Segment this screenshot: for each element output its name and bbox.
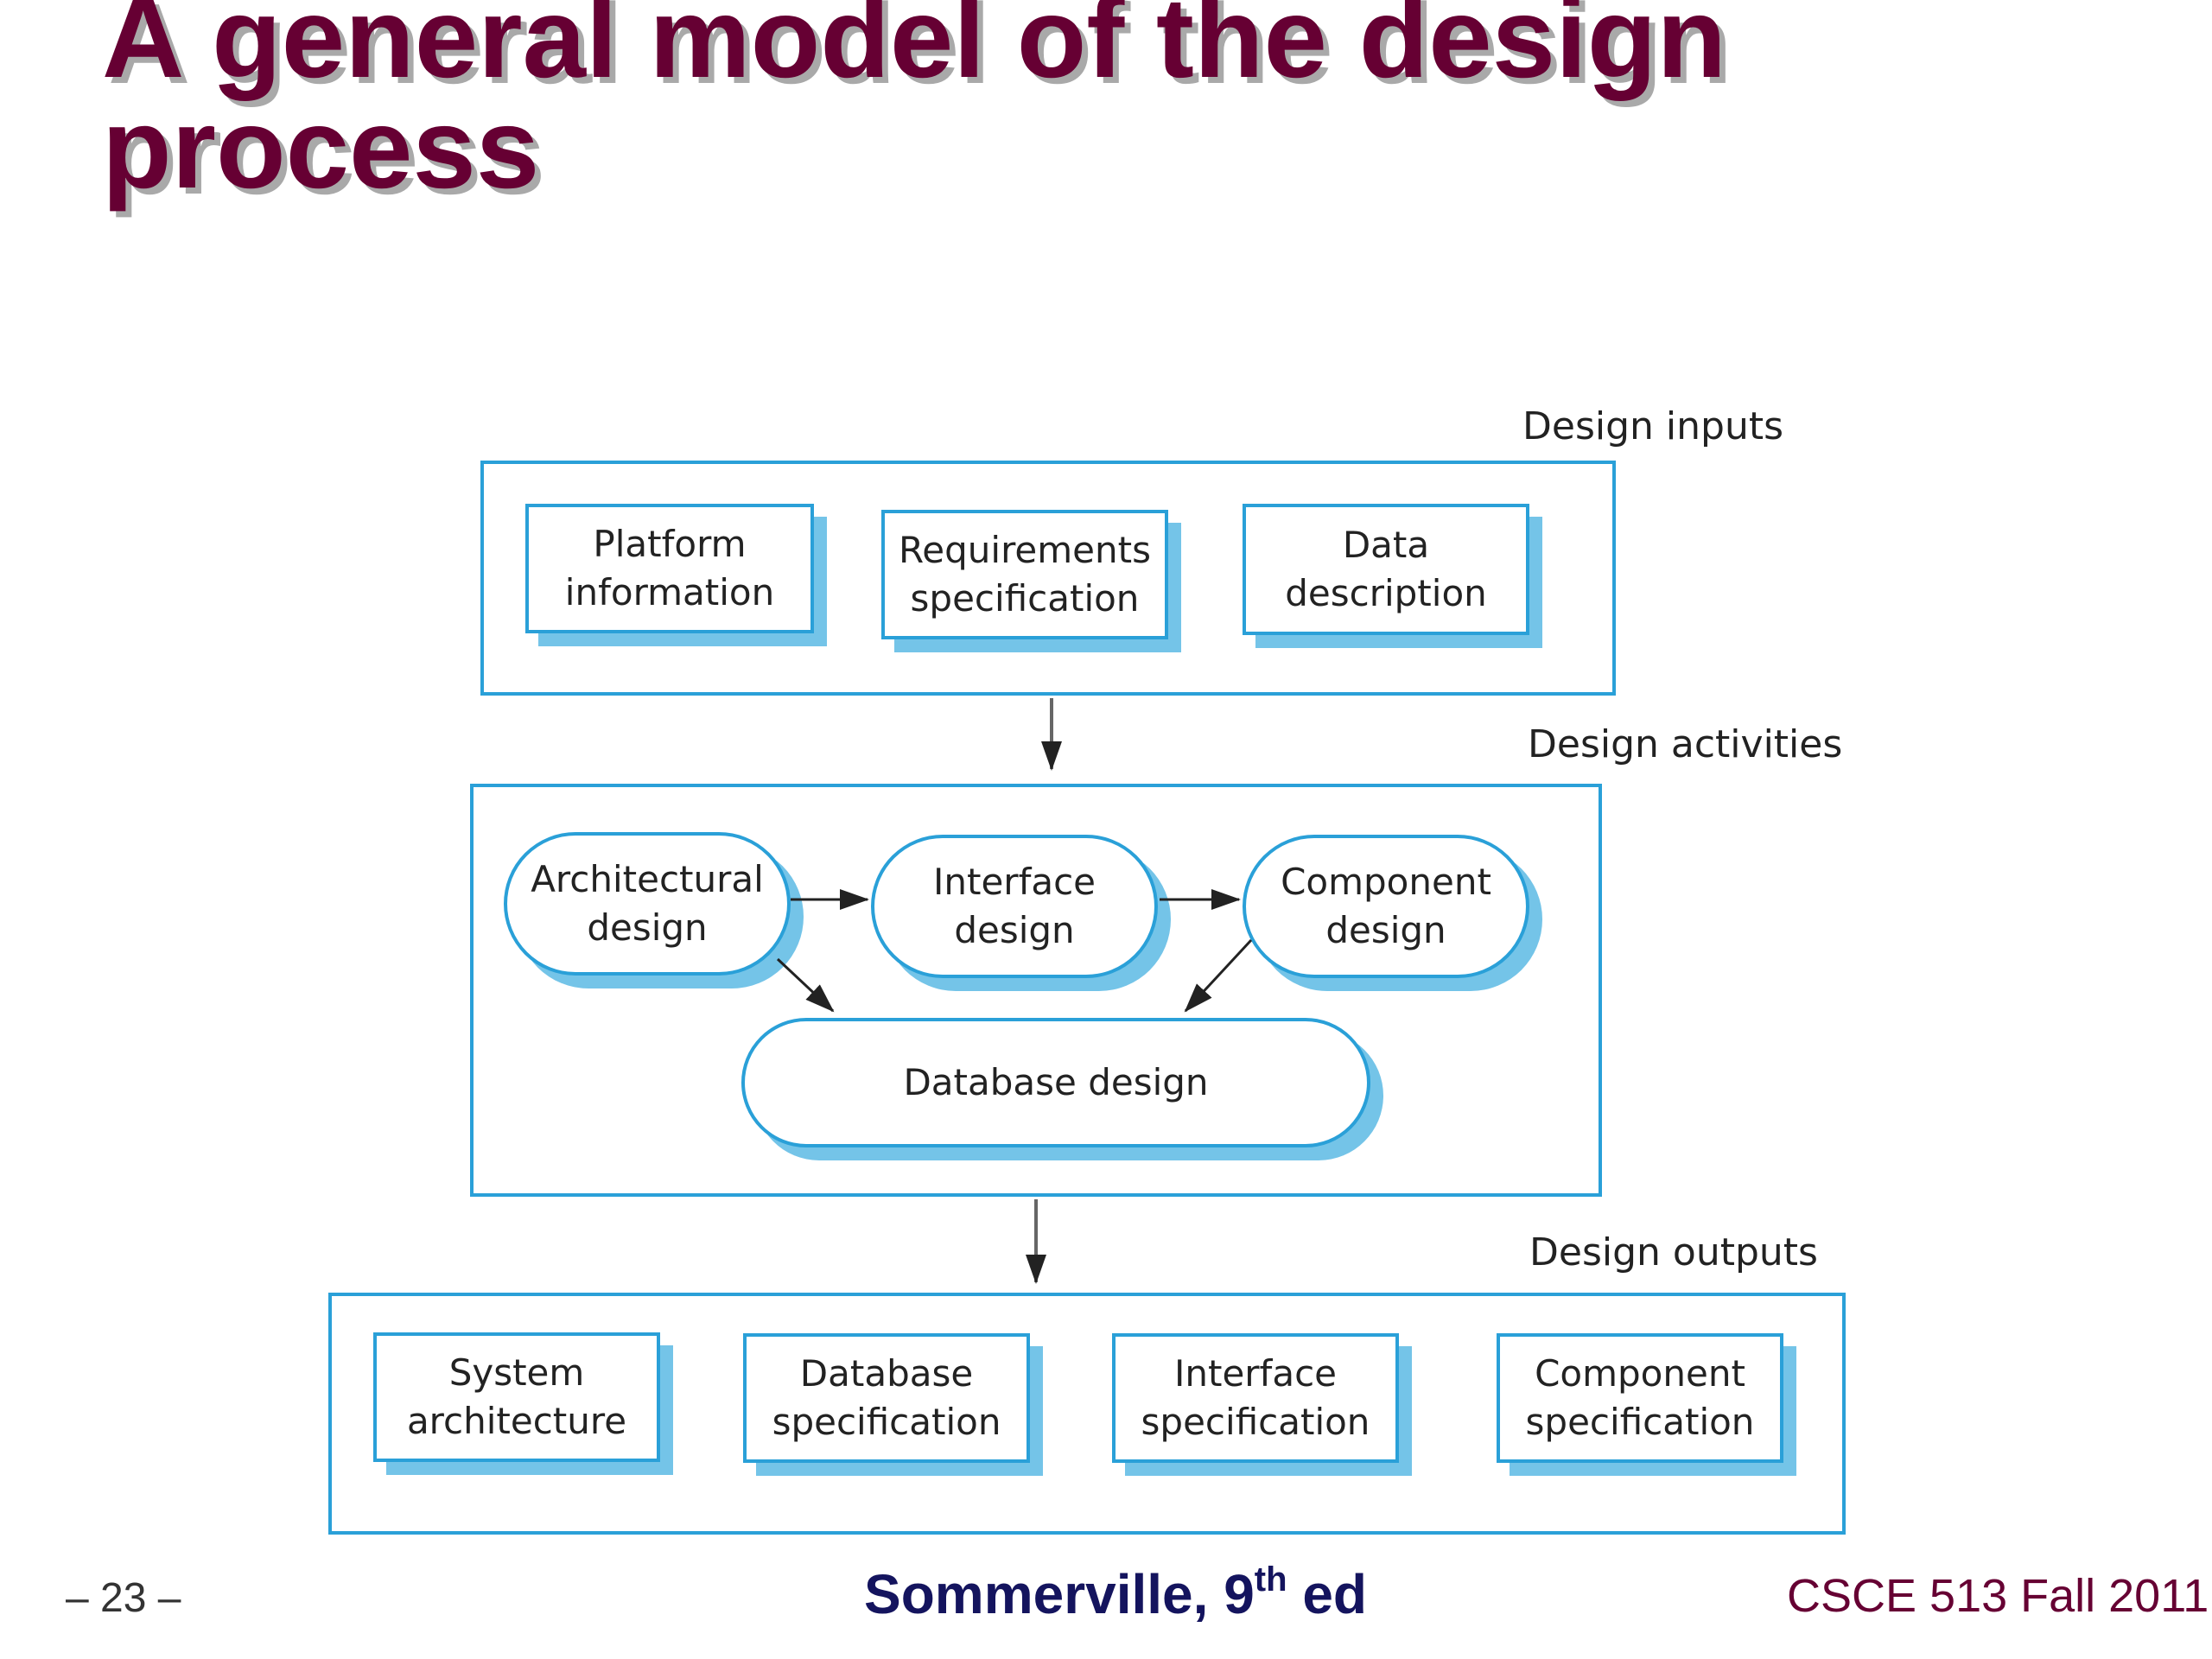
component-specification-box: Component specification (1497, 1333, 1783, 1463)
component-design-node: Component design (1243, 835, 1529, 978)
page-number: – 23 – (66, 1575, 181, 1621)
system-architecture-box: System architecture (373, 1332, 660, 1462)
arrow-component-to-database (1184, 938, 1253, 1013)
footer-source-superscript: th (1254, 1560, 1287, 1599)
footer-course: CSCE 513 Fall 2011 (1787, 1570, 2209, 1622)
data-description-box: Data description (1243, 504, 1529, 635)
requirements-specification-box: Requirements specification (881, 510, 1168, 639)
architectural-design-node: Architectural design (504, 832, 791, 976)
slide-title: A general model of the design process (102, 0, 1727, 212)
interface-design-node: Interface design (871, 835, 1158, 978)
footer-source: Sommerville, 9th ed (864, 1562, 1367, 1626)
database-design-node: Database design (741, 1018, 1370, 1147)
database-specification-box: Database specification (743, 1333, 1030, 1463)
design-inputs-group (480, 461, 1616, 696)
interface-specification-box: Interface specification (1112, 1333, 1399, 1463)
design-activities-label: Design activities (1528, 722, 1843, 766)
design-outputs-group (328, 1293, 1846, 1535)
design-outputs-label: Design outputs (1529, 1230, 1818, 1274)
footer-source-text: Sommerville, 9 (864, 1563, 1255, 1625)
platform-information-box: Platform information (525, 504, 814, 633)
footer-source-suffix: ed (1287, 1563, 1368, 1625)
design-inputs-label: Design inputs (1522, 404, 1784, 448)
design-activities-group (470, 784, 1602, 1197)
arrow-architectural-to-database (776, 957, 835, 1013)
